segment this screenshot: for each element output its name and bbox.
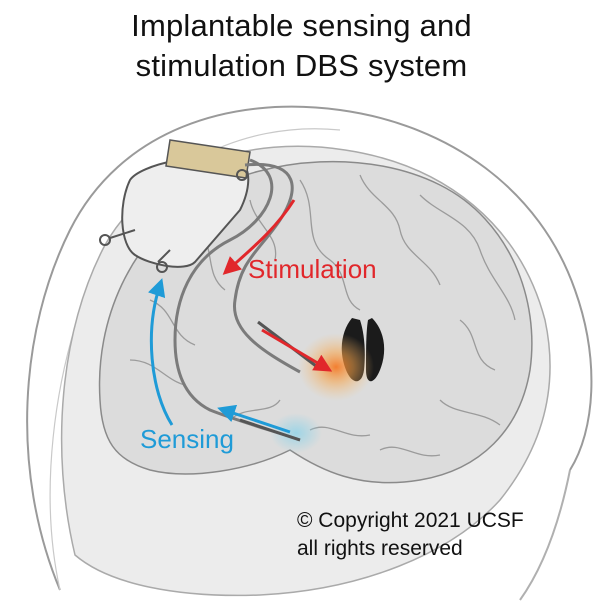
sensing-electrode [239,418,301,442]
implant-device [99,139,251,273]
stimulation-arrows [222,199,333,372]
copyright-line-2: all rights reserved [297,537,463,560]
title-line-1: Implantable sensing and [131,8,472,43]
stimulation-glow [298,333,374,401]
sensing-arrows [148,278,291,434]
sensing-glow [270,413,322,453]
title-line-2: stimulation DBS system [135,48,468,83]
sensing-label: Sensing [140,424,234,454]
stimulation-label: Stimulation [248,254,377,284]
copyright-line-1: © Copyright 2021 UCSF [297,509,524,532]
